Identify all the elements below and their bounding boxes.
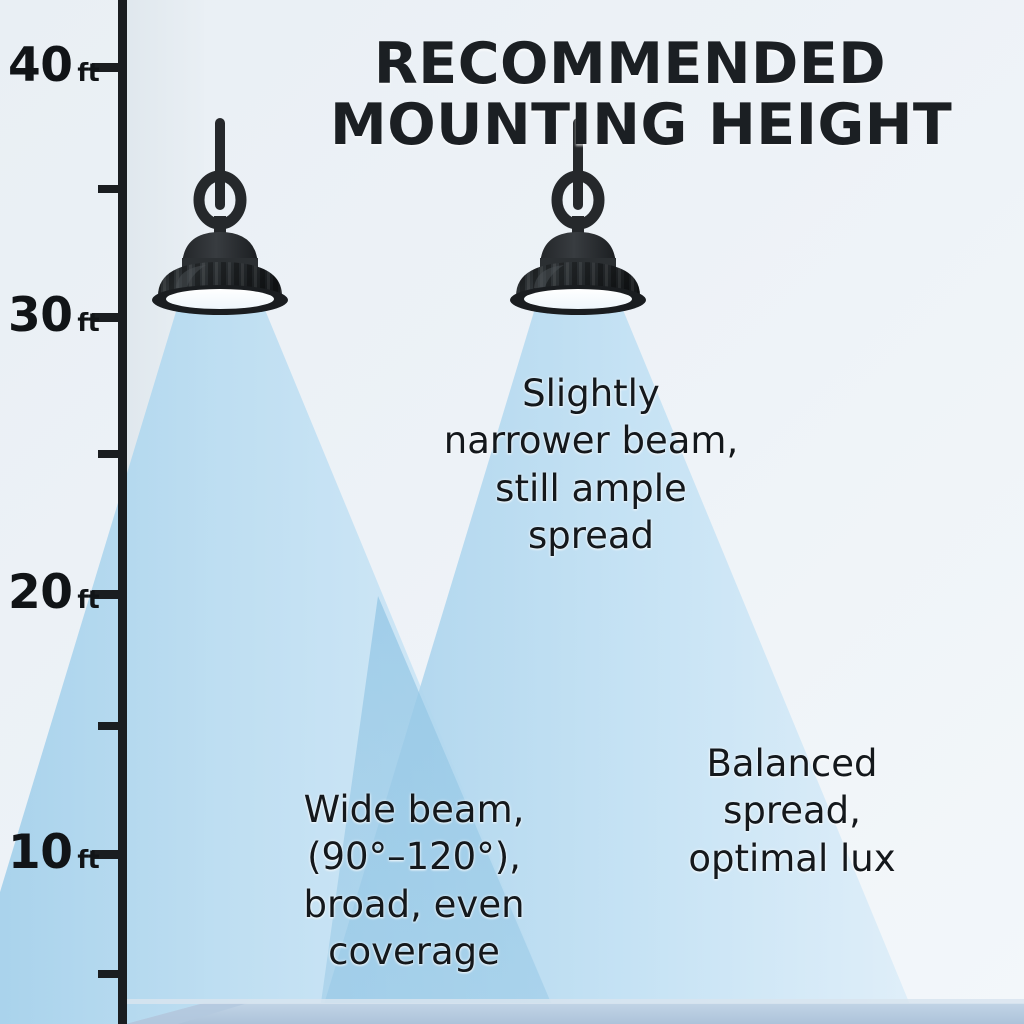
lamp-dome-highlight: [534, 265, 564, 290]
caption-narrower-beam-line-1: Slightly: [522, 372, 660, 415]
lamp-rod-icon: [215, 118, 225, 210]
tick-15ft: [98, 722, 126, 730]
caption-balanced-spread-line-1: Balanced: [706, 742, 878, 785]
high-bay-lamp-left: [152, 118, 288, 315]
lamp-aperture: [524, 289, 632, 309]
caption-narrower-beam: Slightly narrower beam, still ample spre…: [408, 370, 774, 559]
caption-narrower-beam-line-2: narrower beam,: [443, 419, 739, 463]
floor-edge-highlight: [126, 999, 1024, 1004]
tick-25ft: [98, 450, 126, 458]
axis-major-ticks: [92, 63, 126, 859]
axis-label-10ft-value: 10: [8, 825, 73, 880]
lamp-aperture: [166, 289, 274, 309]
axis-label-30ft-unit: ft: [77, 308, 100, 337]
caption-wide-beam-line-4: coverage: [328, 930, 500, 974]
tick-20ft: [92, 590, 126, 599]
beam-overlap-region: [318, 596, 560, 1024]
axis-label-20ft-value: 20: [8, 565, 73, 620]
caption-balanced-spread: Balanced spread, optimal lux: [648, 740, 936, 882]
lamp-dome-highlight: [176, 265, 206, 290]
caption-wide-beam-line-1: Wide beam,: [303, 788, 525, 831]
tick-30ft: [92, 313, 126, 322]
caption-narrower-beam-line-3: still ample: [495, 466, 687, 510]
tick-10ft: [92, 850, 126, 859]
axis-label-20ft-unit: ft: [77, 585, 100, 614]
high-bay-lamp-right: [510, 118, 646, 315]
page-title-line-2: MOUNTING HEIGHT: [330, 91, 953, 158]
lamp-rod-icon: [573, 118, 583, 210]
axis-minor-ticks: [98, 185, 126, 978]
floor-band: [126, 1003, 1024, 1024]
caption-wide-beam: Wide beam, (90°–120°), broad, even cover…: [256, 786, 572, 975]
caption-balanced-spread-line-3: optimal lux: [688, 836, 896, 880]
tick-40ft: [92, 63, 126, 72]
page-title: RECOMMENDED MOUNTING HEIGHT: [330, 31, 953, 158]
caption-narrower-beam-line-4: spread: [527, 514, 655, 558]
tick-35ft: [98, 185, 126, 193]
floor-bevel-left: [126, 1003, 248, 1024]
axis-label-10ft-unit: ft: [77, 845, 100, 874]
axis-label-40ft-value: 40: [8, 38, 73, 93]
axis-label-40ft-unit: ft: [77, 58, 100, 87]
caption-wide-beam-line-3: broad, even: [303, 882, 525, 926]
caption-balanced-spread-line-2: spread,: [723, 789, 861, 833]
axis-label-30ft-value: 30: [8, 288, 73, 343]
caption-wide-beam-line-2: (90°–120°),: [307, 835, 521, 879]
page-title-line-1: RECOMMENDED: [373, 31, 887, 97]
tick-5ft: [98, 970, 126, 978]
axis-vertical-line: [118, 0, 127, 1024]
